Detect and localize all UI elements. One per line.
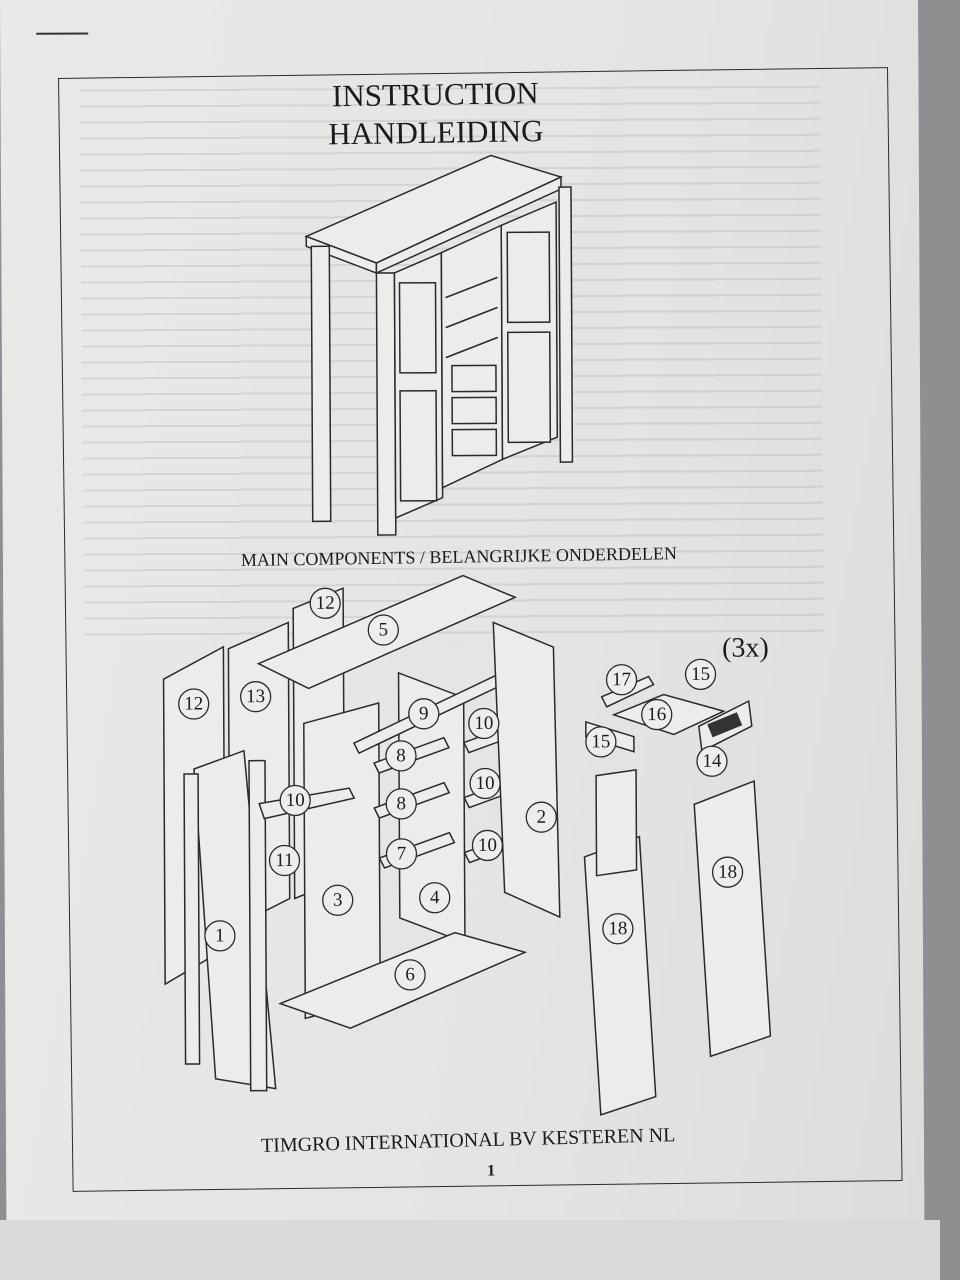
part-label-circle [711, 856, 744, 888]
part-number: 17 [612, 669, 631, 690]
part-label-18: 18 [602, 913, 634, 945]
part-label-circle [385, 838, 418, 870]
part-label-10: 10 [468, 707, 500, 740]
part-label-circle [468, 707, 500, 740]
part-label-4: 4 [419, 882, 451, 914]
part-label-17: 17 [605, 664, 638, 696]
part-label-10: 10 [471, 829, 504, 862]
assembled-wardrobe [304, 154, 574, 536]
part-label-16: 16 [641, 698, 673, 731]
part-label-15: 15 [585, 726, 617, 758]
part-label-circle [469, 767, 501, 800]
part-number: 10 [476, 773, 495, 794]
part-number: 10 [474, 713, 493, 734]
part-number: 15 [691, 664, 710, 685]
part-number: 1 [215, 925, 225, 946]
quantity-note: (3x) [722, 632, 769, 663]
part-label-circle [641, 698, 673, 731]
part-label-14: 14 [696, 745, 728, 777]
part-label-3: 3 [322, 884, 354, 916]
part-number: 4 [430, 887, 440, 908]
exploded-parts [162, 574, 772, 1116]
paper-sheet: INSTRUCTION HANDLEIDING MAIN COMPONENTS … [0, 0, 925, 1232]
part-number: 3 [333, 890, 343, 911]
part-number: 18 [608, 918, 627, 939]
part-label-circle [471, 829, 504, 862]
part-label-8: 8 [385, 788, 417, 820]
part-number: 8 [396, 745, 406, 766]
part-label-circle [684, 658, 717, 690]
part-number: 16 [647, 704, 666, 725]
part-label-circle [204, 920, 236, 952]
part-label-12: 12 [309, 587, 341, 619]
part-number: 6 [405, 964, 415, 985]
part-number: 2 [536, 807, 546, 828]
part-label-circle [525, 801, 557, 833]
part-number: 11 [275, 850, 293, 871]
paper-underneath [0, 1220, 940, 1280]
part-label-10: 10 [279, 784, 311, 817]
part-label-7: 7 [385, 838, 418, 870]
part-label-circle [394, 959, 426, 991]
part-label-circle [419, 882, 451, 914]
part-label-circle [268, 844, 301, 877]
part-label-8: 8 [385, 740, 417, 772]
part-label-circle [385, 740, 417, 772]
part-label-15: 15 [684, 658, 717, 690]
part-label-circle [602, 913, 634, 945]
part-label-circle [279, 784, 311, 817]
part-number: 7 [397, 843, 407, 864]
part-label-10: 10 [469, 767, 501, 800]
part-number: 14 [702, 751, 722, 772]
part-label-13: 13 [240, 681, 272, 713]
part-number: 8 [396, 793, 406, 814]
part-label-5: 5 [367, 614, 399, 646]
part-label-circle [385, 788, 417, 820]
part-number: 18 [718, 862, 737, 883]
part-label-circle [696, 745, 728, 777]
part-number: 10 [478, 835, 497, 856]
part-number: 9 [419, 703, 429, 724]
part-number: 10 [286, 790, 305, 811]
part-label-2: 2 [525, 801, 557, 833]
part-label-circle [408, 698, 440, 730]
part-label-12: 12 [178, 688, 210, 720]
part-label-9: 9 [408, 698, 440, 730]
part-label-circle [585, 726, 617, 758]
part-number: 12 [316, 593, 335, 614]
part-label-circle [240, 681, 272, 713]
part-number: 5 [378, 619, 388, 640]
part-label-11: 11 [268, 844, 301, 877]
part-label-18: 18 [711, 856, 744, 888]
part-label-1: 1 [204, 920, 236, 952]
part-label-circle [309, 587, 341, 619]
part-label-6: 6 [394, 959, 426, 991]
part-number: 13 [246, 686, 265, 707]
part-label-circle [322, 884, 354, 916]
part-label-circle [367, 614, 399, 646]
part-number: 12 [184, 693, 203, 714]
part-label-circle [178, 688, 210, 720]
part-number: 15 [591, 731, 610, 752]
part-label-circle [605, 664, 638, 696]
